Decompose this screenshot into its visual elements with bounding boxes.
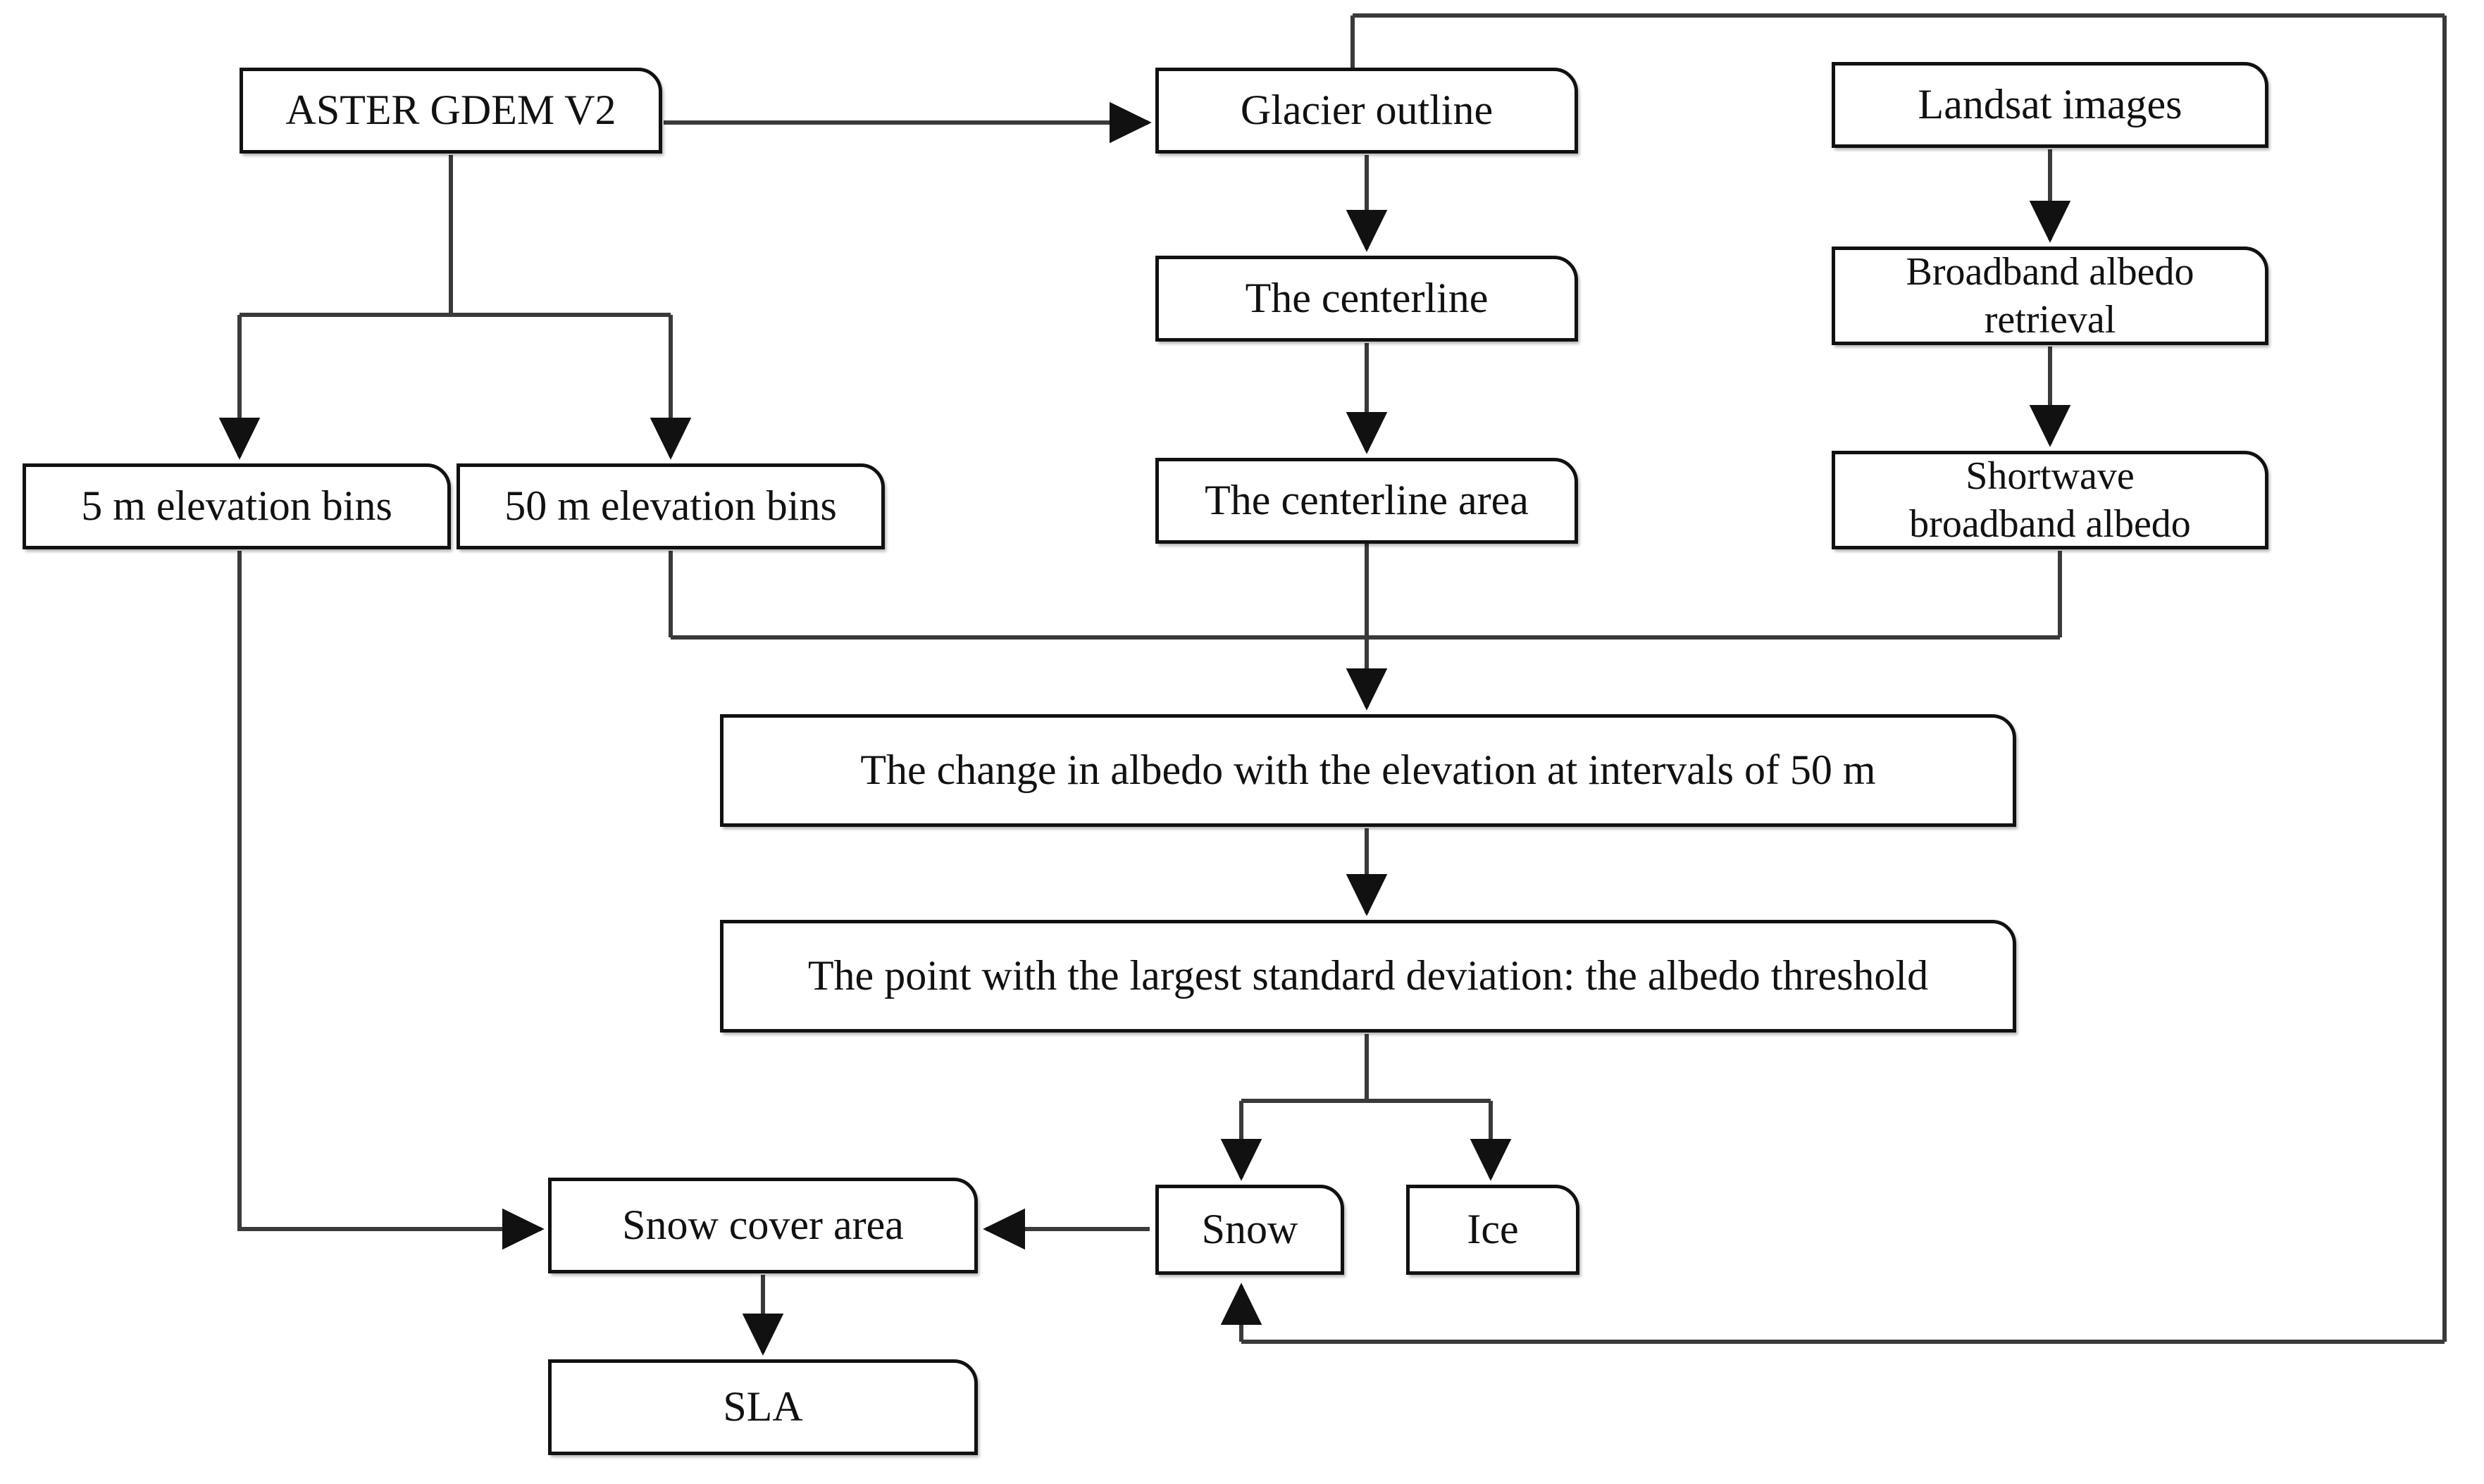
node-label: ASTER GDEM V2 [285,87,616,134]
node-ice[interactable]: Ice [1406,1185,1579,1275]
node-label: The centerline area [1205,477,1529,524]
node-label: Snow [1201,1206,1298,1253]
node-label: 5 m elevation bins [81,482,392,530]
node-label: Glacier outline [1240,87,1493,134]
node-label: Shortwave broadband albedo [1909,454,2191,546]
node-snow-cover-area[interactable]: Snow cover area [548,1178,978,1273]
node-label: The change in albedo with the elevation … [860,747,1876,794]
node-label: Landsat images [1918,81,2182,128]
node-the-centerline[interactable]: The centerline [1155,256,1578,342]
node-glacier-outline[interactable]: Glacier outline [1155,68,1578,154]
node-sla[interactable]: SLA [548,1359,978,1455]
node-label: SLA [723,1383,803,1430]
node-label: Snow cover area [622,1202,904,1249]
node-label: 50 m elevation bins [504,482,837,530]
node-the-centerline-area[interactable]: The centerline area [1155,458,1578,544]
node-label: The point with the largest standard devi… [807,952,1929,999]
edge-bins5-to-sca [237,551,545,1250]
node-snow[interactable]: Snow [1155,1185,1344,1275]
node-5m-elevation-bins[interactable]: 5 m elevation bins [23,463,451,549]
node-aster-gdem-v2[interactable]: ASTER GDEM V2 [240,68,662,154]
node-broadband-albedo-retrieval[interactable]: Broadband albedo retrieval [1832,247,2268,345]
node-label: Ice [1467,1206,1519,1253]
node-albedo-threshold[interactable]: The point with the largest standard devi… [720,920,2016,1033]
node-landsat-images[interactable]: Landsat images [1832,62,2268,148]
node-label: Broadband albedo retrieval [1906,249,2194,342]
node-label: The centerline [1245,275,1489,322]
node-50m-elevation-bins[interactable]: 50 m elevation bins [457,463,885,549]
node-shortwave-broadband-albedo[interactable]: Shortwave broadband albedo [1832,451,2268,549]
node-albedo-change-with-elevation[interactable]: The change in albedo with the elevation … [720,714,2016,827]
